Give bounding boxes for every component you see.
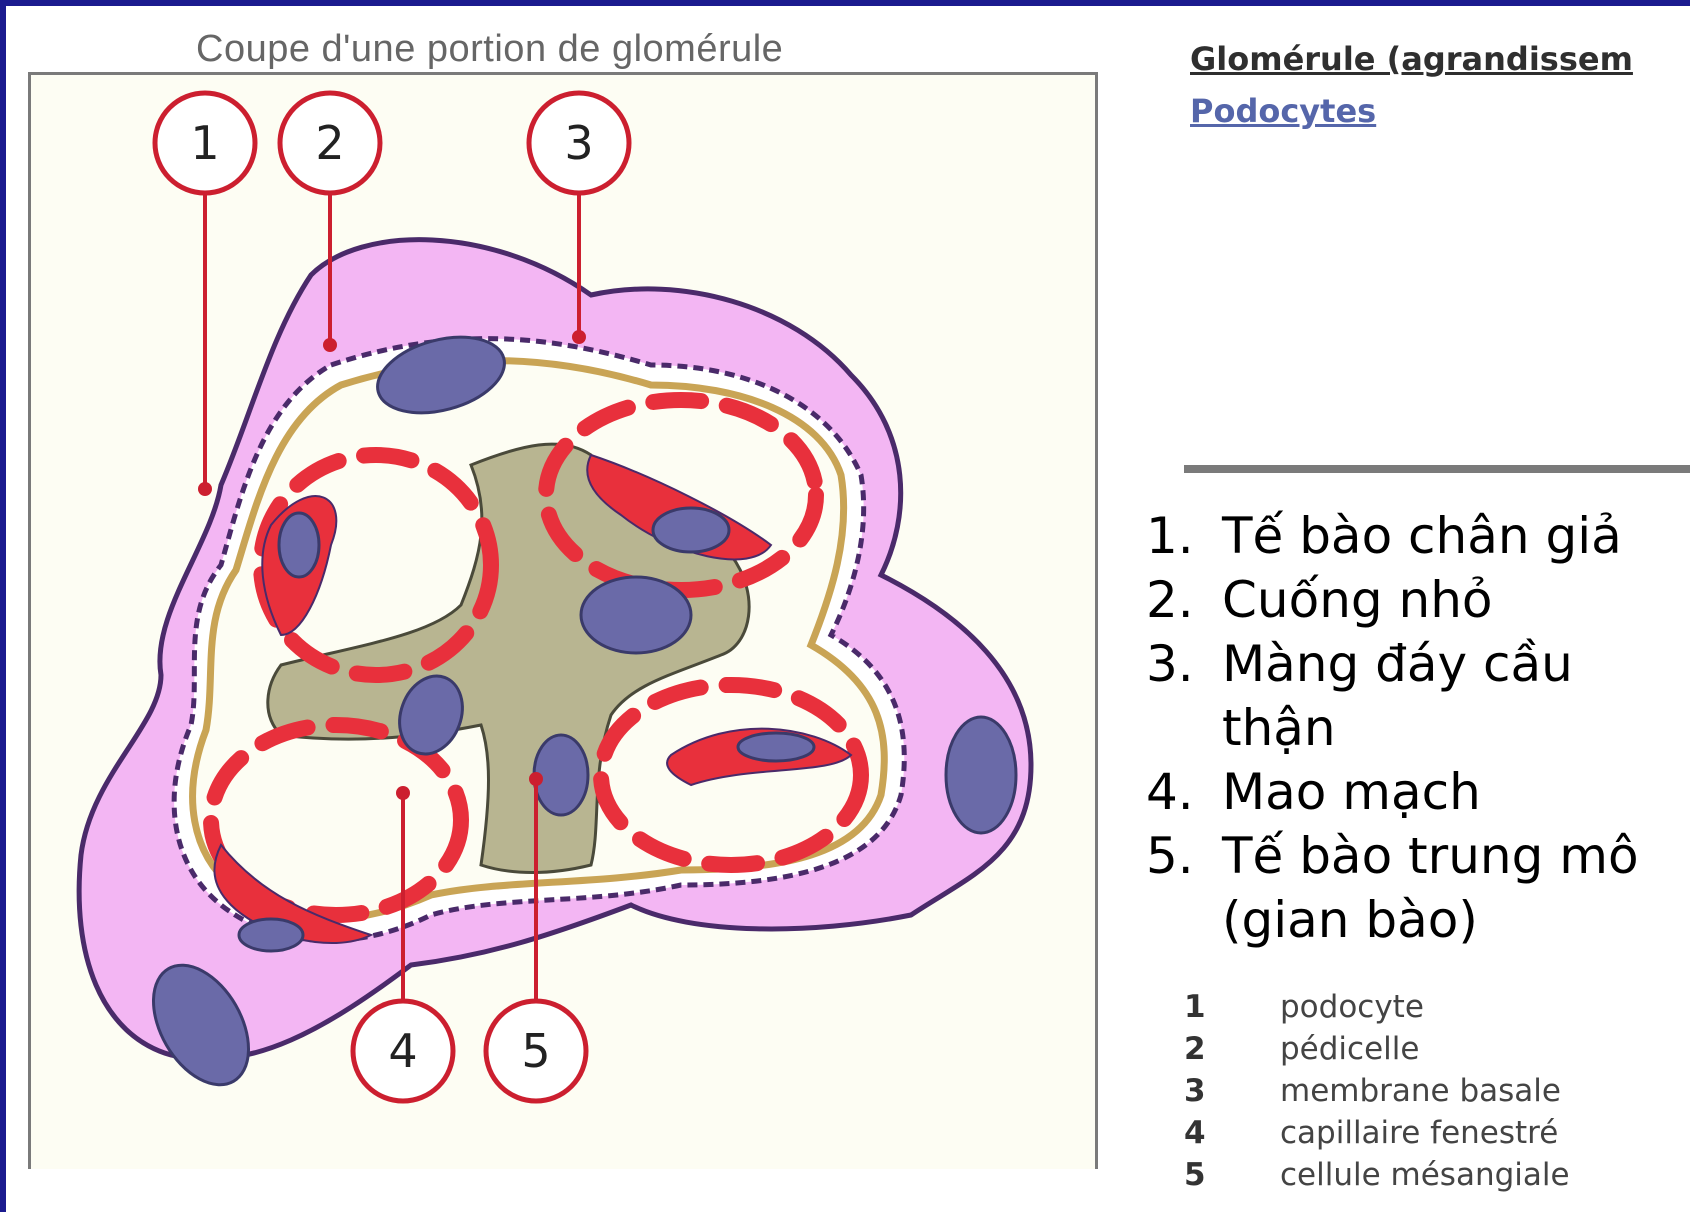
legend-number: 4 — [1184, 1112, 1280, 1154]
diagram-title: Coupe d'une portion de glomérule — [196, 28, 956, 71]
legend-text: capillaire fenestré — [1280, 1112, 1558, 1154]
vietnamese-label-list: 1.Tế bào chân giả 2.Cuống nhỏ 3.Màng đáy… — [1146, 504, 1682, 952]
list-item-number: 5. — [1146, 824, 1222, 952]
callout-label-2: 2 — [315, 116, 344, 170]
link-glomerule[interactable]: Glomérule (agrandissem — [1190, 40, 1633, 78]
glomerulus-illustration: 1 2 3 4 5 — [31, 75, 1095, 1169]
callout-label-3: 3 — [564, 116, 593, 170]
link-podocytes[interactable]: Podocytes — [1190, 92, 1376, 130]
legend-number: 2 — [1184, 1028, 1280, 1070]
list-item: 5.Tế bào trung mô (gian bào) — [1146, 824, 1682, 952]
list-item: 1.Tế bào chân giả — [1146, 504, 1682, 568]
list-item-number: 3. — [1146, 632, 1222, 760]
list-item-text: Cuống nhỏ — [1222, 568, 1682, 632]
list-item-number: 2. — [1146, 568, 1222, 632]
legend-number: 3 — [1184, 1070, 1280, 1112]
legend-number: 5 — [1184, 1154, 1280, 1196]
callout-label-5: 5 — [521, 1024, 550, 1078]
glomerulus-diagram: 1 2 3 4 5 — [28, 72, 1098, 1169]
legend-text: cellule mésangiale — [1280, 1154, 1570, 1196]
list-item-text: Tế bào trung mô (gian bào) — [1222, 824, 1682, 952]
legend-text: pédicelle — [1280, 1028, 1419, 1070]
divider — [1184, 465, 1690, 473]
legend-text: podocyte — [1280, 986, 1424, 1028]
list-item-text: Mao mạch — [1222, 760, 1682, 824]
legend-number: 1 — [1184, 986, 1280, 1028]
callout-label-4: 4 — [388, 1024, 417, 1078]
slide: Coupe d'une portion de glomérule — [6, 6, 1690, 1212]
list-item: 3.Màng đáy cầu thận — [1146, 632, 1682, 760]
list-item-text: Màng đáy cầu thận — [1222, 632, 1682, 760]
list-item-text: Tế bào chân giả — [1222, 504, 1682, 568]
list-item: 2.Cuống nhỏ — [1146, 568, 1682, 632]
legend-text: membrane basale — [1280, 1070, 1561, 1112]
callout-label-1: 1 — [190, 116, 219, 170]
list-item-number: 1. — [1146, 504, 1222, 568]
list-item: 4.Mao mạch — [1146, 760, 1682, 824]
list-item-number: 4. — [1146, 760, 1222, 824]
